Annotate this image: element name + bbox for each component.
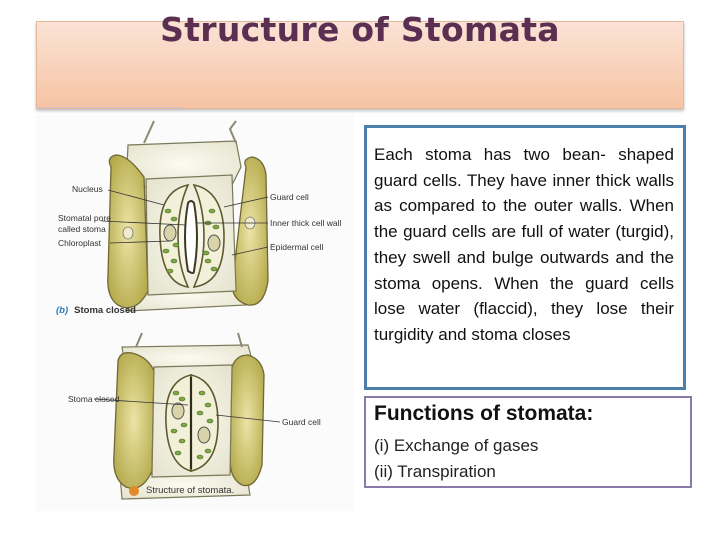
nucleus-shape [207,234,221,252]
stomata-figure: Nucleus Stomatal pore called stoma Chlor… [36,115,354,511]
function-item-2: (ii) Transpiration [374,462,496,481]
label-nucleus: Nucleus [72,184,103,194]
label-epidermal-cell: Epidermal cell [270,242,324,252]
guard-cell-right-shape [192,183,225,288]
closed-stoma-diagram [93,332,281,500]
title-banner [36,21,684,109]
chloroplast-group [162,208,220,274]
label-guard-cell-closed: Guard cell [282,417,321,427]
label-stomatal-pore: Stomatal pore [58,213,111,223]
figure-caption: Structure of stomata. [146,485,235,496]
subtitle-text: Stoma closed [74,305,136,316]
label-chloroplast: Chloroplast [58,238,101,248]
open-stoma-diagram [101,120,269,312]
function-item-1: (i) Exchange of gases [374,436,539,455]
stomatal-pore-shape [184,200,198,274]
epidermal-cell-shape [231,156,269,306]
page-title: Structure of Stomata [160,10,560,49]
functions-heading: Functions of stomata: [374,402,594,425]
label-guard-cell: Guard cell [270,192,309,202]
description-box: Each stoma has two bean- shaped guard ce… [364,125,686,390]
label-called-stoma: called stoma [58,224,106,234]
nucleus-shape [163,224,177,242]
label-inner-wall: Inner thick cell wall [270,218,342,228]
caption-bullet-icon [129,486,139,496]
functions-box: Functions of stomata: (i) Exchange of ga… [364,396,692,488]
title-divider [36,107,184,108]
subtitle-letter: (b) [56,305,69,316]
subtitle-stoma-closed: (b) Stoma closed [56,305,136,316]
description-text: Each stoma has two bean- shaped guard ce… [374,145,674,344]
label-stoma-closed: Stoma closed [68,394,120,404]
stomata-diagram [93,120,281,500]
